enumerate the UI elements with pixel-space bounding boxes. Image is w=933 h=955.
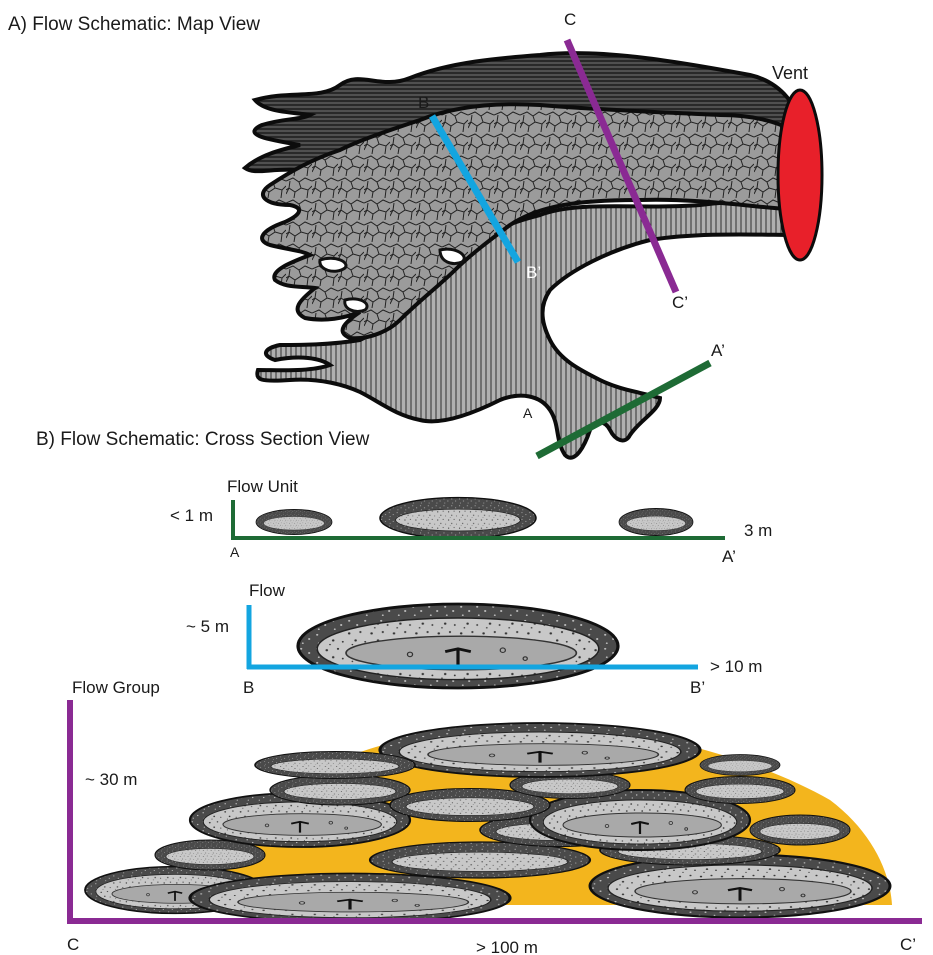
flow-unit-start: A <box>230 544 240 560</box>
group-lobe <box>380 723 700 777</box>
flow-unit-height: < 1 m <box>170 506 213 525</box>
vent-shape <box>778 90 822 260</box>
transect-c-end: C’ <box>672 293 688 312</box>
transect-b-start: B <box>418 93 429 112</box>
flow-section: Flow ~ 5 m > 10 m B B’ <box>186 581 762 697</box>
flow-start: B <box>243 678 254 697</box>
flow-group-section: Flow Group ~ 30 m C > 100 m C’ <box>67 678 922 955</box>
map-panel-title: A) Flow Schematic: Map View <box>8 14 260 35</box>
flow-group-height: ~ 30 m <box>85 770 137 789</box>
flow-group-end: C’ <box>900 935 916 954</box>
flow-end: B’ <box>690 678 705 697</box>
group-lobe <box>190 873 510 922</box>
flow-unit-title: Flow Unit <box>227 477 298 496</box>
flow-lobe <box>298 604 618 688</box>
flow-title: Flow <box>249 581 286 600</box>
group-lobe <box>685 777 795 804</box>
vent-label: Vent <box>772 63 808 83</box>
transect-c-start: C <box>564 10 576 29</box>
flow-group-start: C <box>67 935 79 954</box>
group-lobe <box>370 842 590 878</box>
group-lobe <box>255 752 415 779</box>
flow-window <box>440 249 464 263</box>
group-lobe <box>700 755 780 776</box>
flow-unit-lobe <box>619 509 693 536</box>
flow-window <box>320 258 346 271</box>
flow-unit-width: 3 m <box>744 521 772 540</box>
flow-unit-end: A’ <box>722 547 736 566</box>
transect-a-start: A <box>523 405 533 421</box>
flow-window <box>345 299 367 311</box>
group-lobe <box>590 855 890 918</box>
flow-unit-section: Flow Unit < 1 m 3 m A A’ <box>170 477 772 566</box>
transect-b-end: B’ <box>526 263 541 282</box>
flow-unit-lobe <box>380 498 536 539</box>
flow-unit-lobe <box>256 509 332 534</box>
group-lobe <box>270 775 410 805</box>
transect-a-end: A’ <box>711 341 725 360</box>
flow-group-width: > 100 m <box>476 938 538 955</box>
cross-panel-title: B) Flow Schematic: Cross Section View <box>36 429 370 450</box>
group-lobe <box>750 815 850 845</box>
flow-width: > 10 m <box>710 657 762 676</box>
flow-group-title: Flow Group <box>72 678 160 697</box>
flow-height: ~ 5 m <box>186 617 229 636</box>
